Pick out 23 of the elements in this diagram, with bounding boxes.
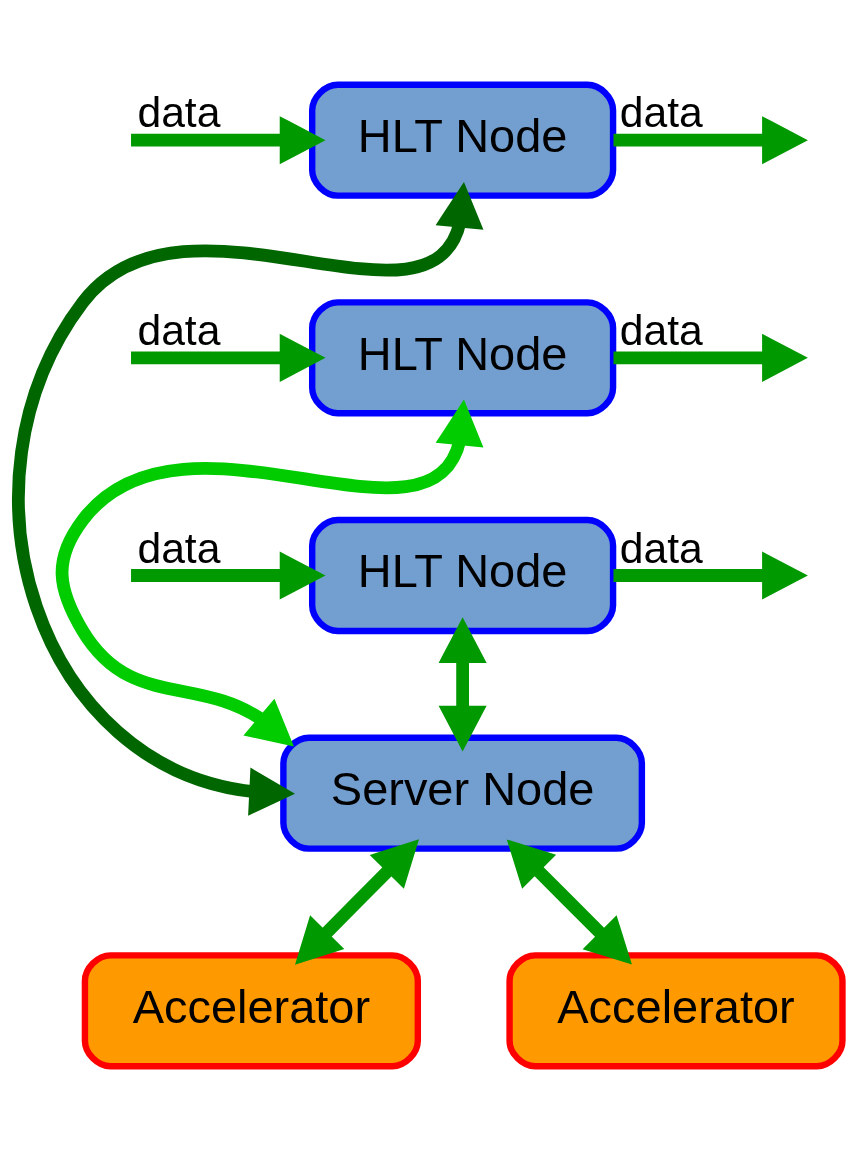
edge-label: data <box>136 88 220 137</box>
edge-label: data <box>136 523 220 572</box>
edge-label: data <box>619 88 703 137</box>
arrow <box>55 399 483 747</box>
edge-label: data <box>136 306 220 355</box>
arrow <box>130 116 325 165</box>
node-box: HLT Node <box>308 299 616 417</box>
arrow <box>130 333 325 382</box>
arrow <box>11 181 483 816</box>
arrow <box>438 617 487 752</box>
arrow <box>130 551 325 600</box>
node-box: Server Node <box>279 734 645 852</box>
node-box: Accelerator <box>81 952 421 1070</box>
edge-label: data <box>619 523 703 572</box>
node-box: HLT Node <box>308 81 616 199</box>
arrow <box>612 333 808 382</box>
node-box: Accelerator <box>505 952 846 1070</box>
node-box: HLT Node <box>308 516 616 635</box>
arrow <box>612 116 808 165</box>
edge-label: data <box>619 306 703 355</box>
arrow <box>506 839 632 965</box>
arrow <box>294 839 419 965</box>
arrow <box>612 551 808 600</box>
